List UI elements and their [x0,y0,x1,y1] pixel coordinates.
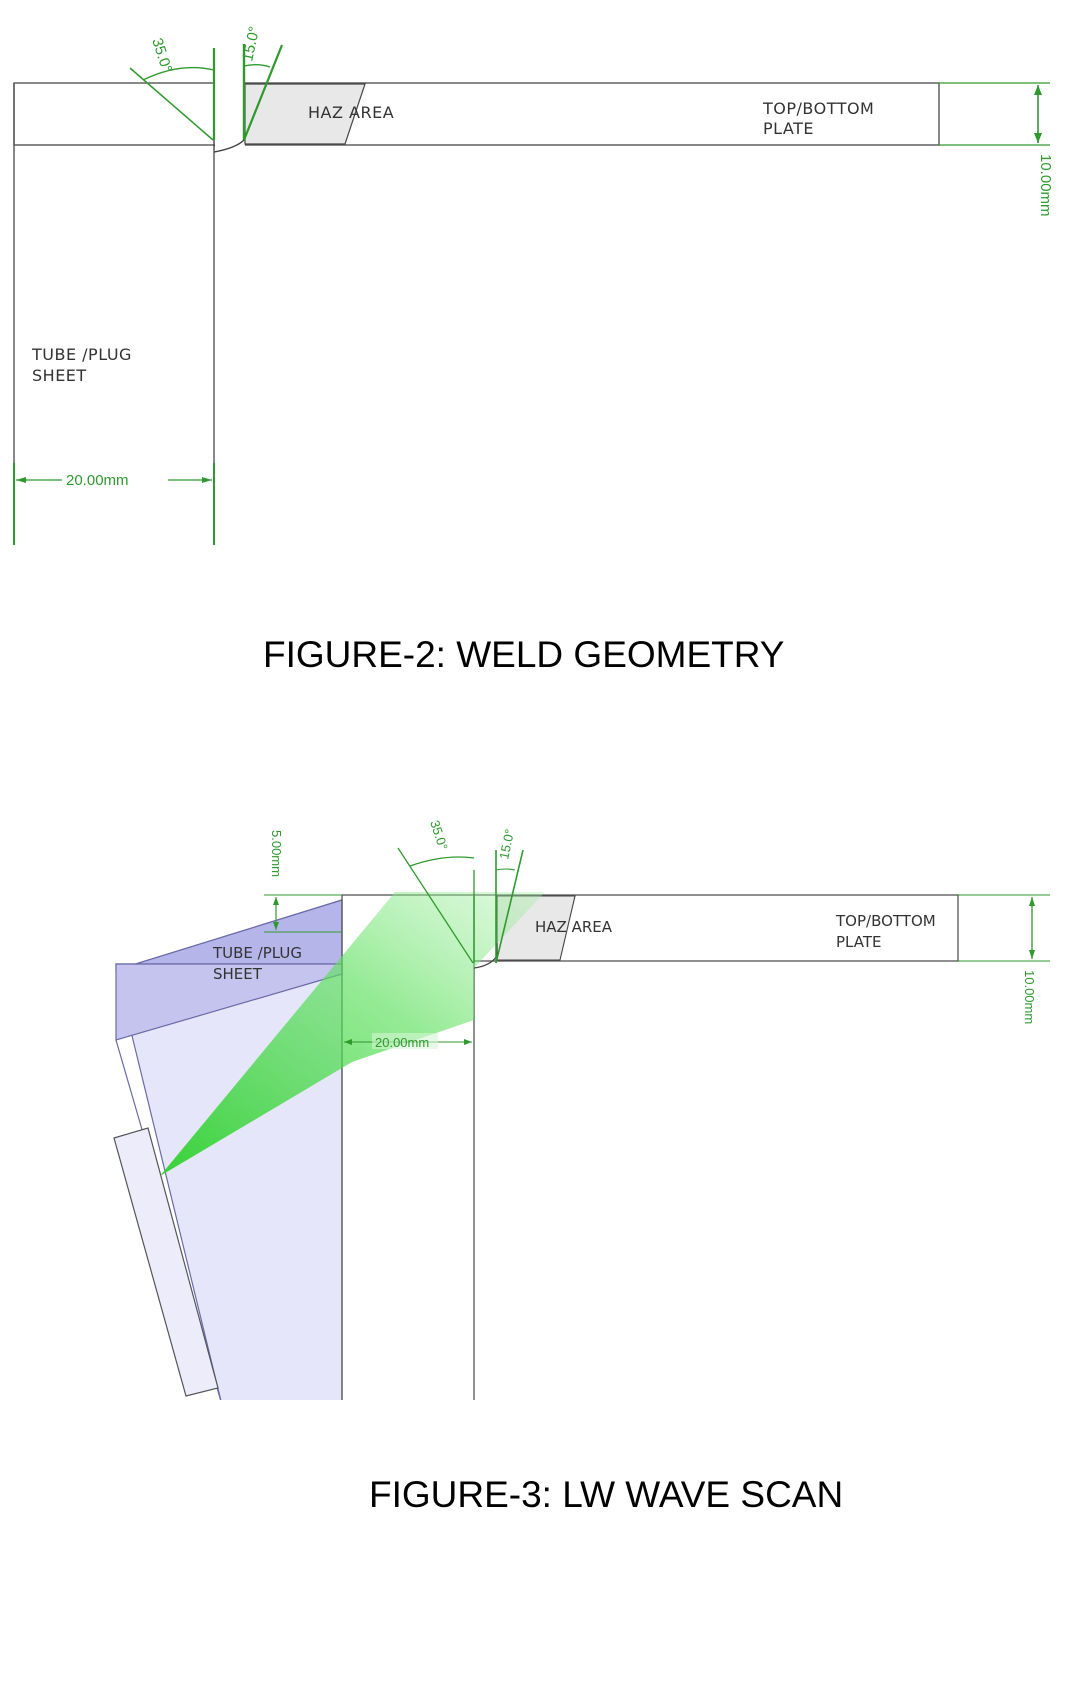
sheet-label-line1: TUBE /PLUG [31,345,132,364]
offset-label: 5.00mm [269,830,284,877]
plate-label-line2-3: PLATE [836,933,881,951]
haz-area-label-3: HAZ AREA [535,918,613,936]
angle-35-label-3: 35.0° [427,818,451,852]
lw-wave-beam [160,892,545,1176]
sheet-label-line2: SHEET [32,366,87,385]
angle-15-arc [243,64,271,68]
angle-15-label: 15.0° [239,25,263,63]
transducer-element [113,1127,219,1397]
plate-thickness-label: 10.00mm [1037,154,1054,217]
figure-2-weld-geometry: 35.0° 15.0° 10.00mm 20.00mm HAZ AREA TOP… [13,25,1054,545]
weld-root [213,84,245,153]
sheet-width-label-3: 20.00mm [375,1035,429,1050]
plate-thickness-label-3: 10.00mm [1022,970,1037,1024]
sheet-label-line2-3: SHEET [213,965,263,983]
angle-35-arc [142,66,215,81]
sheet-label-line1-3: TUBE /PLUG [212,944,302,962]
plate-label-line1: TOP/BOTTOM [762,99,874,118]
angle-15-label-3: 15.0° [496,828,517,861]
plate-label-line1-3: TOP/BOTTOM [835,912,936,930]
bevel-35-line [129,67,214,141]
figure-2-caption: FIGURE-2: WELD GEOMETRY [263,634,785,675]
plate-label-line2: PLATE [763,119,814,138]
figure-3-lw-wave-scan: 5.00mm 35.0° 15.0° 10.00mm 20.00mm HAZ A… [113,818,1050,1400]
figure-3-caption: FIGURE-3: LW WAVE SCAN [369,1474,844,1515]
sheet-width-label: 20.00mm [66,472,129,489]
angle-35-label: 35.0° [148,36,175,75]
bevel-15-line [242,44,284,141]
haz-area-label: HAZ AREA [308,103,394,122]
